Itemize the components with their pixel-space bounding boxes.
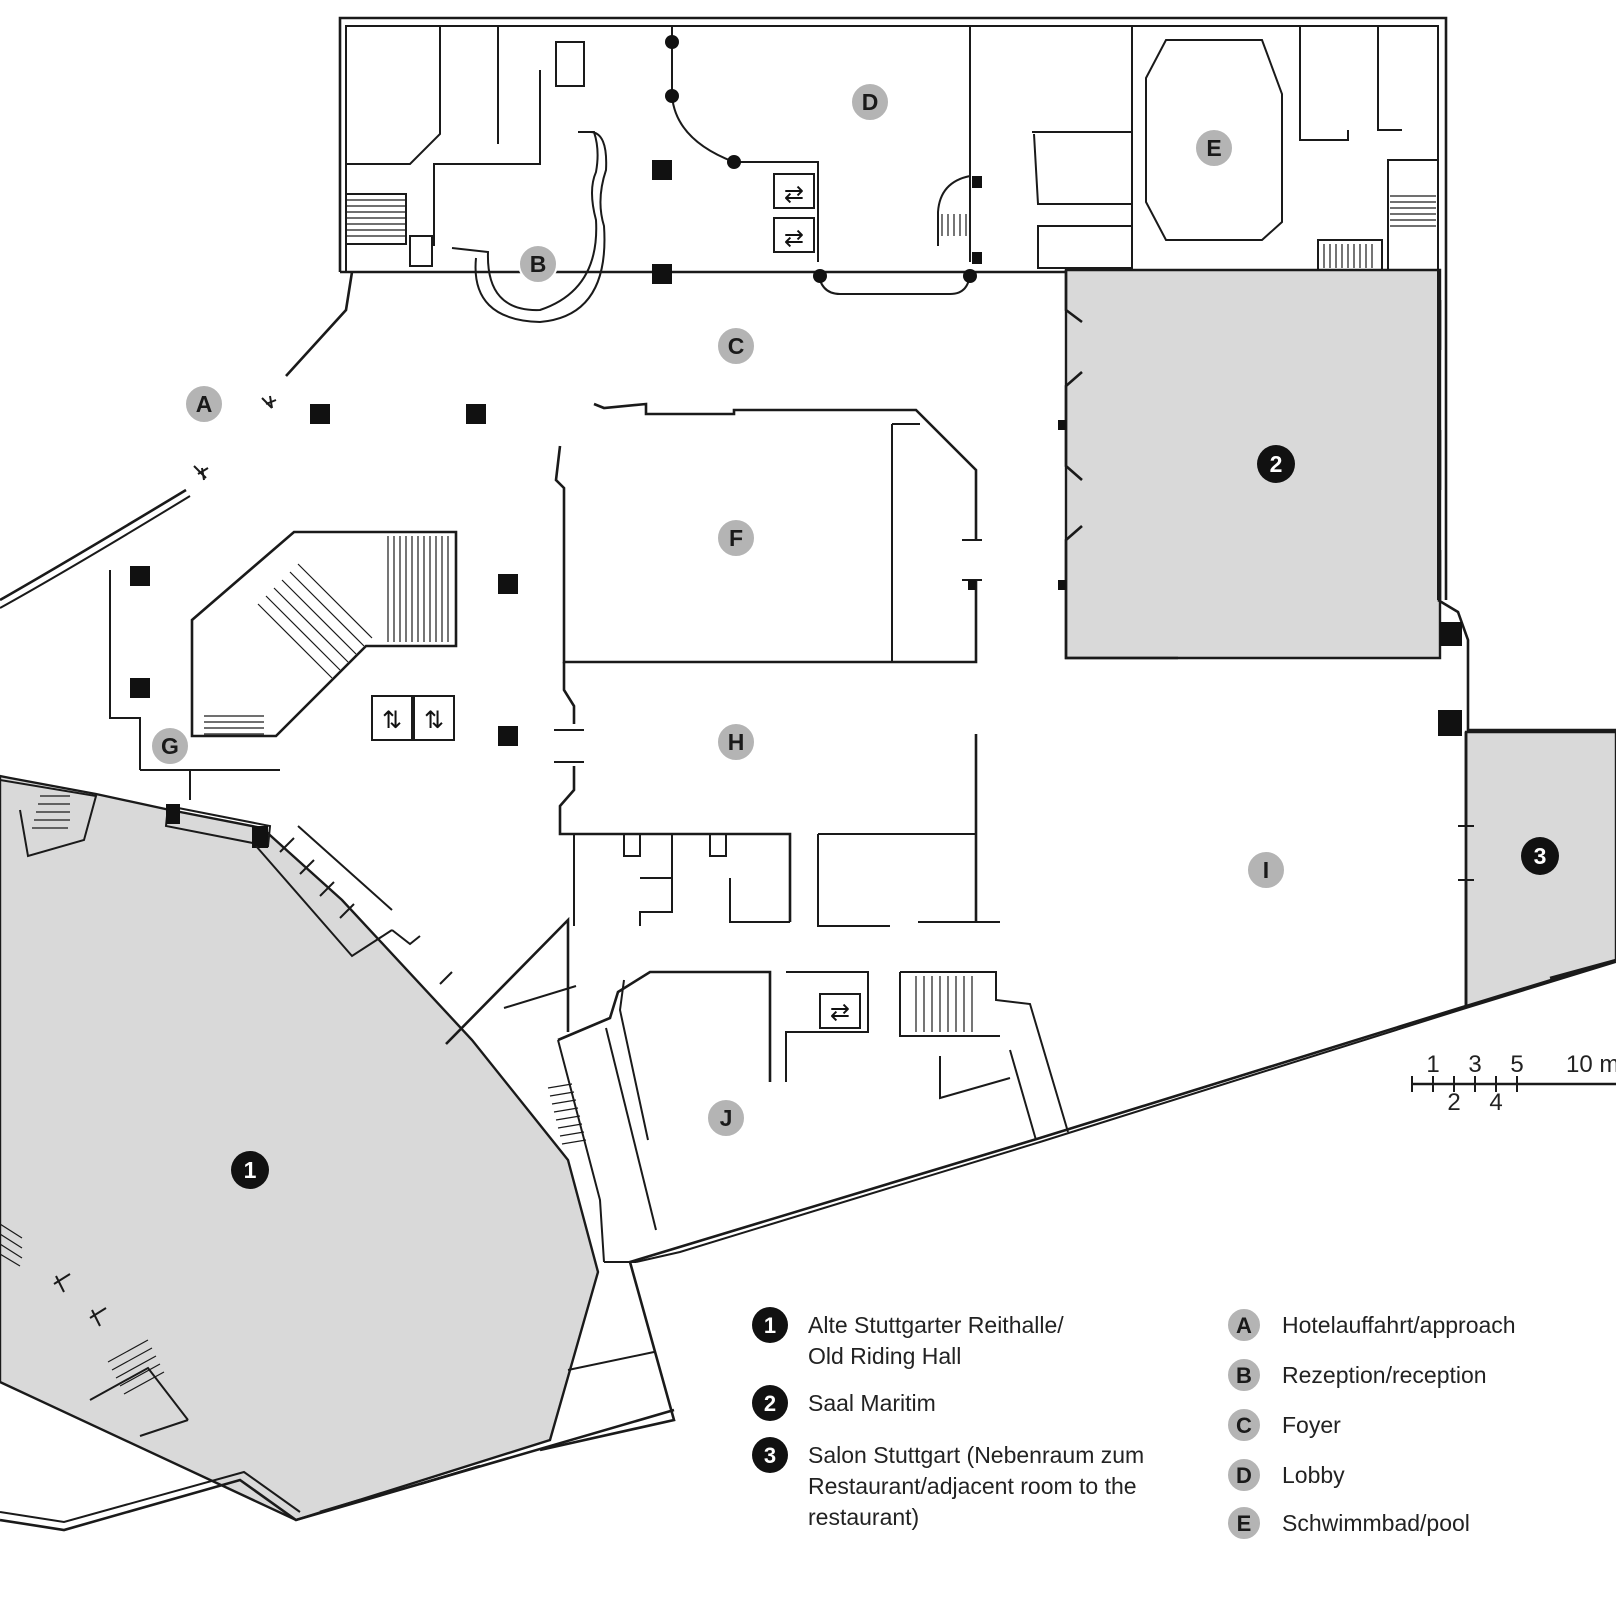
zone-marker-a-circle: [184, 384, 224, 424]
zone-marker-f-circle: [716, 518, 756, 558]
legend-badge-1: 1: [752, 1307, 788, 1343]
zone-marker-b[interactable]: B: [518, 244, 558, 284]
zone-marker-c-circle: [716, 326, 756, 366]
svg-text:⇄: ⇄: [784, 180, 804, 208]
room-marker-2-label: 2: [1270, 451, 1283, 477]
legend-badge-a: A: [1226, 1307, 1262, 1343]
legend-badge-e: E: [1226, 1505, 1262, 1541]
scale-label-10m: 10 m: [1566, 1051, 1616, 1078]
legend-badge-d: D: [1226, 1457, 1262, 1493]
zone-marker-e[interactable]: E: [1194, 128, 1234, 168]
lift-symbols: ⇄ ⇄ ⇅ ⇅ ⇄: [371, 180, 861, 1029]
zone-marker-d[interactable]: D: [850, 82, 890, 122]
hall-west-details: [0, 1223, 481, 1514]
legend-badge-b: B: [1226, 1357, 1262, 1393]
room-2-saal-maritim[interactable]: [1064, 268, 1442, 660]
zone-marker-c[interactable]: C: [716, 326, 756, 366]
svg-text:⇅: ⇅: [382, 706, 402, 734]
room-marker-3-label: 3: [1534, 843, 1547, 869]
zone-marker-b-label: B: [530, 251, 547, 277]
zone-marker-e-circle: [1194, 128, 1234, 168]
hall-annex-walls: [0, 769, 577, 1045]
scale-label-2: 2: [1447, 1089, 1460, 1116]
zone-marker-i-circle: [1246, 850, 1286, 890]
zone-marker-a-label: A: [196, 391, 213, 417]
zone-marker-f[interactable]: F: [716, 518, 756, 558]
zone-marker-i-label: I: [1263, 857, 1269, 883]
legend-badge-2: 2: [752, 1385, 788, 1421]
legend-text-e: Schwimmbad/pool: [1282, 1510, 1470, 1536]
legend-area-d: D Lobby: [1226, 1457, 1345, 1493]
room-marker-3[interactable]: 3: [1521, 837, 1559, 875]
legend-text-3: Salon Stuttgart (Nebenraum zum Restauran…: [808, 1442, 1145, 1530]
legend-area-a: A Hotelauffahrt/approach: [1226, 1307, 1516, 1343]
scale-label-5: 5: [1510, 1051, 1523, 1078]
scale-label-4: 4: [1489, 1089, 1502, 1116]
svg-text:⇄: ⇄: [784, 224, 804, 252]
zone-marker-d-circle: [850, 82, 890, 122]
zone-marker-j[interactable]: J: [706, 1098, 746, 1138]
legend-text-b: Rezeption/reception: [1282, 1362, 1487, 1388]
room-marker-1-circle: [231, 1151, 269, 1189]
legend-badge-3: 3: [752, 1437, 788, 1473]
zone-marker-c-label: C: [728, 333, 745, 359]
legend-text-d: Lobby: [1282, 1462, 1345, 1488]
legend-room-1: 1 Alte Stuttgarter Reithalle/ Old Riding…: [752, 1307, 1092, 1372]
zone-marker-g-circle: [150, 726, 190, 766]
scale-bar: 1 3 5 10 m 2 4: [1411, 1051, 1616, 1116]
j-block-walls: [547, 970, 1069, 1371]
zone-marker-h-label: H: [728, 729, 745, 755]
salon-stuttgart-walls: [1458, 732, 1616, 1006]
zone-marker-d-label: D: [862, 89, 879, 115]
zone-marker-e-label: E: [1206, 135, 1221, 161]
zone-marker-j-circle: [706, 1098, 746, 1138]
legend-text-c: Foyer: [1282, 1412, 1341, 1438]
saal-maritim-walls: [1058, 270, 1442, 660]
legend-area-b: B Rezeption/reception: [1226, 1357, 1487, 1393]
svg-text:⇅: ⇅: [424, 706, 444, 734]
zone-marker-b-circle: [518, 244, 558, 284]
g-block-walls: [109, 530, 458, 770]
legend-room-2: 2 Saal Maritim: [752, 1385, 1092, 1421]
north-block-walls: [345, 26, 1439, 324]
zone-marker-i[interactable]: I: [1246, 850, 1286, 890]
legend-text-1: Alte Stuttgarter Reithalle/ Old Riding H…: [808, 1312, 1064, 1369]
zone-marker-h[interactable]: H: [716, 722, 756, 762]
legend-room-3: 3 Salon Stuttgart (Nebenraum zum Restaur…: [752, 1437, 1192, 1533]
pillars: [130, 160, 1462, 746]
central-block-walls: [554, 402, 1000, 927]
legend-text-a: Hotelauffahrt/approach: [1282, 1312, 1516, 1338]
entrance-doors: [193, 395, 277, 481]
legend-text-2: Saal Maritim: [808, 1390, 936, 1416]
zone-marker-f-label: F: [729, 525, 743, 551]
room-marker-2-circle: [1257, 445, 1295, 483]
room-marker-2[interactable]: 2: [1257, 445, 1295, 483]
zone-marker-h-circle: [716, 722, 756, 762]
room-marker-1[interactable]: 1: [231, 1151, 269, 1189]
scale-label-3: 3: [1468, 1051, 1481, 1078]
svg-text:⇄: ⇄: [830, 998, 850, 1026]
legend-badge-c: C: [1226, 1407, 1262, 1443]
scale-label-1: 1: [1426, 1051, 1439, 1078]
room-marker-1-label: 1: [244, 1157, 257, 1183]
zone-marker-g-label: G: [161, 733, 179, 759]
legend-area-e: E Schwimmbad/pool: [1226, 1505, 1470, 1541]
zone-marker-a[interactable]: A: [184, 384, 224, 424]
legend-area-c: C Foyer: [1226, 1407, 1341, 1443]
zone-marker-g[interactable]: G: [150, 726, 190, 766]
stairs-north: [346, 195, 1436, 268]
room-marker-3-circle: [1521, 837, 1559, 875]
zone-marker-j-label: J: [720, 1105, 733, 1131]
